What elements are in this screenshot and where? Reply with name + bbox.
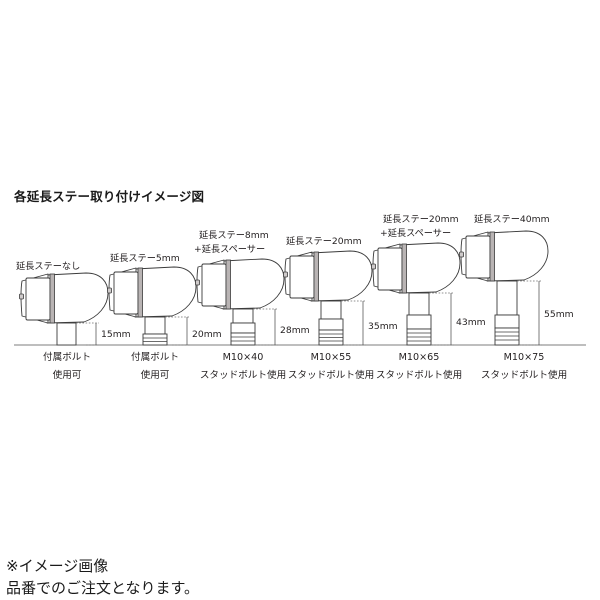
lamp-housing-stay-20mm-spacer (377, 247, 403, 291)
lamp-ring-stay-20mm-spacer (401, 243, 407, 294)
top-label-line1-stay-20mm-spacer: 延長ステー20mm (383, 213, 459, 225)
dimension-label-stay-8mm-spacer: 28mm (280, 325, 310, 336)
bottom-label-line1-stay-20mm: M10×55 (311, 352, 352, 363)
dimension-label-stay-20mm-spacer: 43mm (456, 317, 486, 328)
mounting-diagram-figure: 15mm 延長ステーなし 付属ボルト 使用可 20mm (14, 213, 586, 381)
footnote-line-2: 品番でのご注文となります。 (6, 578, 200, 597)
top-label-line2-stay-20mm-spacer: +延長スペーサー (380, 227, 451, 239)
lamp-bezel-stay-8mm-spacer (195, 279, 200, 286)
dimension-label-stay-5mm: 20mm (192, 329, 222, 340)
top-label-line2-stay-8mm-spacer: +延長スペーサー (194, 243, 265, 255)
top-label-stay-40mm: 延長ステー40mm (474, 213, 550, 225)
top-label-stay-20mm: 延長ステー20mm (286, 235, 362, 247)
lamp-ring-no-stay (49, 273, 55, 324)
lamp-tail-no-stay (46, 272, 109, 324)
bottom-label-line2-stay-5mm: 使用可 (141, 369, 170, 381)
stem-stay-8mm-spacer (230, 308, 256, 346)
lamp-housing-stay-20mm (289, 255, 315, 299)
bottom-label-line2-no-stay: 使用可 (53, 369, 82, 381)
bottom-label-line2-stay-8mm-spacer: スタッドボルト使用 (200, 369, 286, 381)
stem-stay-20mm-spacer (406, 292, 432, 346)
stem-stay-20mm (318, 300, 344, 346)
lamp-bezel-stay-5mm (107, 287, 112, 294)
lamp-housing-stay-5mm (113, 271, 139, 315)
bottom-label-line2-stay-40mm: スタッドボルト使用 (481, 369, 567, 381)
bottom-label-line1-stay-40mm: M10×75 (504, 352, 545, 363)
lamp-bezel-stay-20mm-spacer (371, 263, 376, 270)
lamp-bezel-stay-40mm (459, 251, 464, 258)
footnote-line-1: ※イメージ画像 (6, 557, 109, 575)
stem-stay-40mm (494, 280, 520, 346)
lamp-tail-stay-20mm (310, 250, 373, 302)
footnote-block: ※イメージ画像 品番でのご注文となります。 (6, 556, 199, 600)
lamp-bezel-stay-20mm (283, 271, 288, 278)
dimension-label-no-stay: 15mm (101, 329, 131, 340)
lamp-bezel-no-stay (19, 293, 24, 300)
lamp-housing-no-stay (25, 277, 51, 321)
top-label-line1-stay-8mm-spacer: 延長ステー8mm (199, 229, 269, 241)
lamp-ring-stay-8mm-spacer (225, 259, 231, 310)
lamp-housing-stay-40mm (465, 235, 491, 279)
bottom-label-line1-stay-20mm-spacer: M10×65 (399, 352, 440, 363)
lamp-assembly-stay-40mm: 55mm 延長ステー40mm M10×75 スタッドボルト使用 (459, 213, 574, 381)
dimension-label-stay-40mm: 55mm (544, 309, 574, 320)
bottom-label-line2-stay-20mm: スタッドボルト使用 (288, 369, 374, 381)
bottom-label-line2-stay-20mm-spacer: スタッドボルト使用 (376, 369, 462, 381)
lamp-ring-stay-40mm (489, 231, 495, 282)
diagram-title: 各延長ステー取り付けイメージ図 (14, 189, 205, 204)
lamp-housing-stay-8mm-spacer (201, 263, 227, 307)
top-label-stay-5mm: 延長ステー5mm (110, 252, 180, 264)
top-label-no-stay: 延長ステーなし (16, 260, 80, 272)
lamp-ring-stay-20mm (313, 251, 319, 302)
bottom-label-line1-stay-8mm-spacer: M10×40 (223, 352, 264, 363)
stem-no-stay (56, 322, 77, 346)
lamp-ring-stay-5mm (137, 267, 143, 318)
lamp-assembly-no-stay: 15mm 延長ステーなし 付属ボルト 使用可 (16, 260, 131, 381)
lamp-assembly-stay-5mm: 20mm 延長ステー5mm 付属ボルト 使用可 (107, 252, 222, 381)
bottom-label-line1-stay-5mm: 付属ボルト (131, 352, 179, 363)
stem-stay-5mm (142, 316, 168, 346)
lamp-tail-stay-40mm (486, 230, 549, 282)
lamp-tail-stay-5mm (134, 266, 197, 318)
lamp-assembly-stay-20mm: 35mm 延長ステー20mm M10×55 スタッドボルト使用 (283, 235, 398, 381)
lamp-assembly-stay-8mm-spacer: 28mm 延長ステー8mm +延長スペーサー M10×40 スタッドボルト使用 (194, 229, 310, 381)
lamp-assembly-stay-20mm-spacer: 43mm 延長ステー20mm +延長スペーサー M10×65 スタッドボルト使用 (371, 213, 486, 381)
lamp-tail-stay-20mm-spacer (398, 242, 461, 294)
bottom-label-line1-no-stay: 付属ボルト (43, 352, 91, 363)
lamp-tail-stay-8mm-spacer (222, 258, 285, 310)
dimension-label-stay-20mm: 35mm (368, 321, 398, 332)
